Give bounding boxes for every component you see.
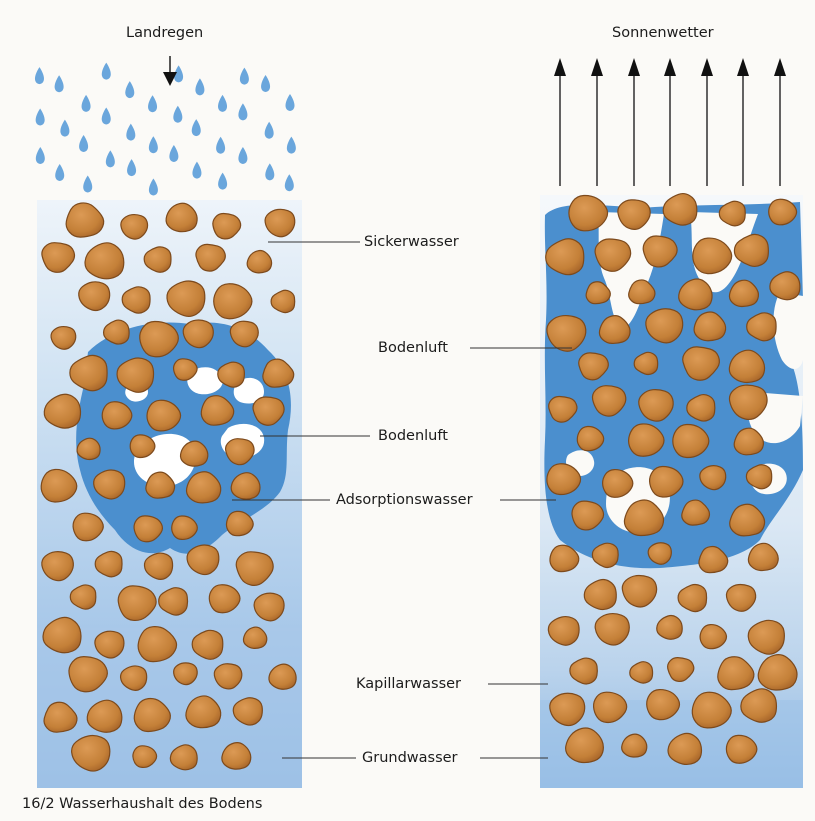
raindrop — [285, 174, 294, 191]
evaporation-arrow-head — [701, 58, 713, 76]
raindrop — [60, 120, 69, 137]
raindrop — [265, 122, 274, 139]
label-bodenluft-left: Bodenluft — [378, 428, 448, 444]
raindrop — [36, 109, 45, 126]
right-panel-title: Sonnenwetter — [612, 25, 714, 41]
raindrop — [79, 135, 88, 152]
raindrop — [106, 150, 115, 167]
raindrop — [195, 78, 204, 95]
raindrop — [218, 95, 227, 112]
raindrop — [83, 176, 92, 193]
label-grundwasser: Grundwasser — [362, 750, 458, 766]
raindrop — [55, 75, 64, 92]
raindrop — [261, 75, 270, 92]
raindrop — [82, 95, 91, 112]
raindrop — [126, 124, 135, 141]
raindrop — [149, 136, 158, 153]
rain-drops — [35, 63, 296, 196]
raindrop — [127, 159, 136, 176]
label-adsorptionswasser: Adsorptionswasser — [336, 492, 473, 508]
raindrop — [169, 145, 178, 162]
raindrop — [238, 147, 247, 164]
raindrop — [148, 95, 157, 112]
raindrop — [36, 147, 45, 164]
raindrop — [173, 106, 182, 123]
evaporation-arrow-head — [628, 58, 640, 76]
raindrop — [149, 178, 158, 195]
evaporation-arrow-head — [664, 58, 676, 76]
raindrop — [216, 137, 225, 154]
left-panel-title: Landregen — [126, 25, 203, 41]
raindrop — [285, 94, 294, 111]
raindrop — [287, 137, 296, 154]
evaporation-arrow-head — [554, 58, 566, 76]
raindrop — [240, 68, 249, 85]
evaporation-arrow-head — [774, 58, 786, 76]
evaporation-arrow-head — [737, 58, 749, 76]
raindrop — [102, 63, 111, 80]
label-bodenluft-right: Bodenluft — [378, 340, 448, 356]
raindrop — [192, 162, 201, 179]
raindrop — [192, 119, 201, 136]
figure-caption: 16/2 Wasserhaushalt des Bodens — [22, 796, 262, 812]
raindrop — [102, 107, 111, 124]
raindrop — [55, 164, 64, 181]
raindrop — [218, 173, 227, 190]
evaporation-arrows — [554, 58, 786, 186]
label-sickerwasser: Sickerwasser — [364, 234, 459, 250]
label-kapillarwasser: Kapillarwasser — [356, 676, 461, 692]
raindrop — [265, 163, 274, 180]
evaporation-arrow-head — [591, 58, 603, 76]
raindrop — [35, 67, 44, 84]
raindrop — [125, 81, 134, 98]
raindrop — [238, 103, 247, 120]
